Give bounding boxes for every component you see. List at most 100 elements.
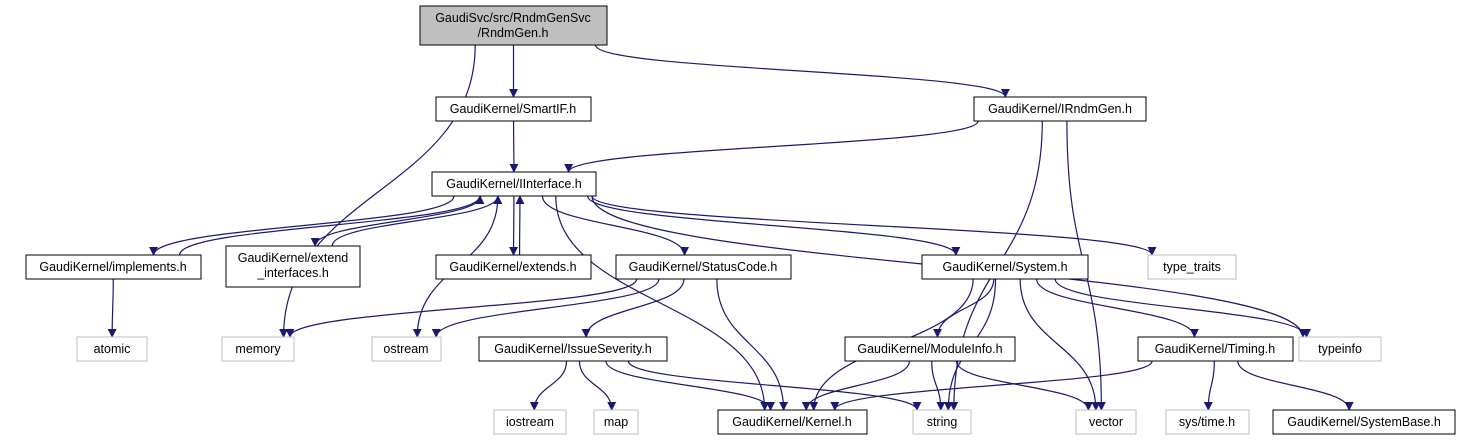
edge-moduleinfo-h-to-string xyxy=(931,360,946,411)
node-label: map xyxy=(604,415,628,429)
edge xyxy=(1054,278,1311,338)
edge xyxy=(541,195,690,256)
edge-implements-h-to-iinterface-h xyxy=(178,195,485,256)
node-system-h[interactable]: GaudiKernel/System.h xyxy=(921,254,1089,280)
edge-timing-h-to-systembase-h xyxy=(1237,360,1354,411)
edge-statuscode-h-to-kernel-h xyxy=(716,278,789,411)
node-label: GaudiKernel/Timing.h xyxy=(1155,342,1275,356)
edge-statuscode-h-to-ostream xyxy=(431,278,660,338)
edge xyxy=(529,360,568,411)
edge xyxy=(931,360,946,411)
node-label: GaudiKernel/SmartIF.h xyxy=(450,102,576,116)
node-label: GaudiKernel/IRndmGen.h xyxy=(988,102,1132,116)
node-moduleinfo-h[interactable]: GaudiKernel/ModuleInfo.h xyxy=(844,336,1016,362)
edge xyxy=(178,195,485,256)
node-label: GaudiKernel/SystemBase.h xyxy=(1287,415,1441,429)
edge xyxy=(594,44,1010,98)
edge xyxy=(578,360,617,411)
node-label: GaudiKernel/extends.h xyxy=(449,260,576,274)
node-irndmgen-h[interactable]: GaudiKernel/IRndmGen.h xyxy=(973,96,1147,122)
edge xyxy=(310,195,482,247)
node-label: typeinfo xyxy=(1318,342,1362,356)
edge-moduleinfo-h-to-kernel-h xyxy=(801,360,910,411)
node-statuscode-h[interactable]: GaudiKernel/StatusCode.h xyxy=(615,254,792,280)
edge-moduleinfo-h-to-vector xyxy=(955,360,1093,411)
node-systembase-h[interactable]: GaudiKernel/SystemBase.h xyxy=(1272,409,1456,435)
node-label: memory xyxy=(235,342,281,356)
edge-statuscode-h-to-memory xyxy=(285,278,638,338)
node-extends-h[interactable]: GaudiKernel/extends.h xyxy=(435,254,592,280)
node-atomic[interactable]: atomic xyxy=(76,336,148,362)
node-iinterface-h[interactable]: GaudiKernel/IInterface.h xyxy=(431,171,597,197)
edge-system-h-to-typeinfo xyxy=(1054,278,1311,338)
node-map[interactable]: map xyxy=(593,409,639,435)
node-label: vector xyxy=(1089,415,1123,429)
edge xyxy=(830,360,1153,411)
edge-rndmgen-h-to-irndmgen-h xyxy=(594,44,1010,98)
edge xyxy=(564,120,979,173)
edge-system-h-to-vector xyxy=(1019,278,1101,411)
edge xyxy=(933,278,995,338)
edge-timing-h-to-kernel-h xyxy=(830,360,1153,411)
node-smartif-h[interactable]: GaudiKernel/SmartIF.h xyxy=(435,96,592,122)
node-label: GaudiKernel/Kernel.h xyxy=(732,415,852,429)
edge xyxy=(587,195,961,256)
edge xyxy=(1019,278,1101,411)
node-label: GaudiKernel/System.h xyxy=(942,260,1067,274)
edge-iinterface-h-to-statuscode-h xyxy=(541,195,690,256)
edge xyxy=(285,278,638,338)
node-implements-h[interactable]: GaudiKernel/implements.h xyxy=(25,254,202,280)
node-issueseverity-h[interactable]: GaudiKernel/IssueSeverity.h xyxy=(478,336,668,362)
edge xyxy=(149,195,455,256)
edge-iinterface-h-to-implements-h xyxy=(149,195,455,256)
node-memory[interactable]: memory xyxy=(221,336,295,362)
node-extend-interfaces-h[interactable]: GaudiKernel/extend_interfaces.h xyxy=(225,245,361,288)
node-label: type_traits xyxy=(1163,260,1221,274)
node-label: ostream xyxy=(383,342,428,356)
edge-implements-h-to-atomic xyxy=(107,278,117,338)
edge-timing-h-to-sys-time-h xyxy=(1203,360,1215,411)
edge xyxy=(955,360,1093,411)
edge-statuscode-h-to-issueseverity-h xyxy=(581,278,685,338)
node-typeinfo[interactable]: typeinfo xyxy=(1298,336,1382,362)
edge xyxy=(107,278,117,338)
edge xyxy=(431,278,660,338)
node-string[interactable]: string xyxy=(912,409,972,435)
node-label: atomic xyxy=(94,342,131,356)
edge-system-h-to-timing-h xyxy=(1035,278,1199,338)
node-label: string xyxy=(927,415,958,429)
node-vector[interactable]: vector xyxy=(1075,409,1137,435)
edge-iinterface-h-to-type-traits xyxy=(591,195,1157,256)
edge xyxy=(605,360,775,411)
node-type-traits[interactable]: type_traits xyxy=(1147,254,1237,280)
edge xyxy=(1035,278,1199,338)
node-timing-h[interactable]: GaudiKernel/Timing.h xyxy=(1137,336,1294,362)
node-label: GaudiKernel/ModuleInfo.h xyxy=(857,342,1002,356)
edge-system-h-to-moduleinfo-h xyxy=(933,278,995,338)
node-label: GaudiKernel/implements.h xyxy=(39,260,186,274)
edge xyxy=(591,195,1157,256)
edge xyxy=(555,195,770,411)
edge-issueseverity-h-to-map xyxy=(578,360,617,411)
node-kernel-h[interactable]: GaudiKernel/Kernel.h xyxy=(717,409,868,435)
edge xyxy=(801,360,910,411)
edge xyxy=(716,278,789,411)
node-sys-time-h[interactable]: sys/time.h xyxy=(1165,409,1250,435)
node-rndmgen-h[interactable]: GaudiSvc/src/RndmGenSvc/RndmGen.h xyxy=(419,5,608,46)
node-iostream[interactable]: iostream xyxy=(493,409,567,435)
edge xyxy=(627,360,922,411)
node-label: sys/time.h xyxy=(1179,415,1235,429)
edge xyxy=(331,195,503,247)
node-label: GaudiKernel/IInterface.h xyxy=(446,177,582,191)
node-label: iostream xyxy=(506,415,554,429)
node-label: GaudiKernel/StatusCode.h xyxy=(629,260,778,274)
edge xyxy=(581,278,685,338)
edge-iinterface-h-to-extend-interfaces-h xyxy=(310,195,482,247)
svg-text:GaudiKernel/extend_interfaces.: GaudiKernel/extend_interfaces.h xyxy=(238,251,349,280)
edge-extend-interfaces-h-to-iinterface-h xyxy=(331,195,503,247)
node-layer: GaudiSvc/src/RndmGenSvc/RndmGen.h GaudiK… xyxy=(25,5,1456,435)
edge-irndmgen-h-to-iinterface-h xyxy=(564,120,979,173)
node-ostream[interactable]: ostream xyxy=(371,336,442,362)
node-label: GaudiKernel/IssueSeverity.h xyxy=(494,342,652,356)
